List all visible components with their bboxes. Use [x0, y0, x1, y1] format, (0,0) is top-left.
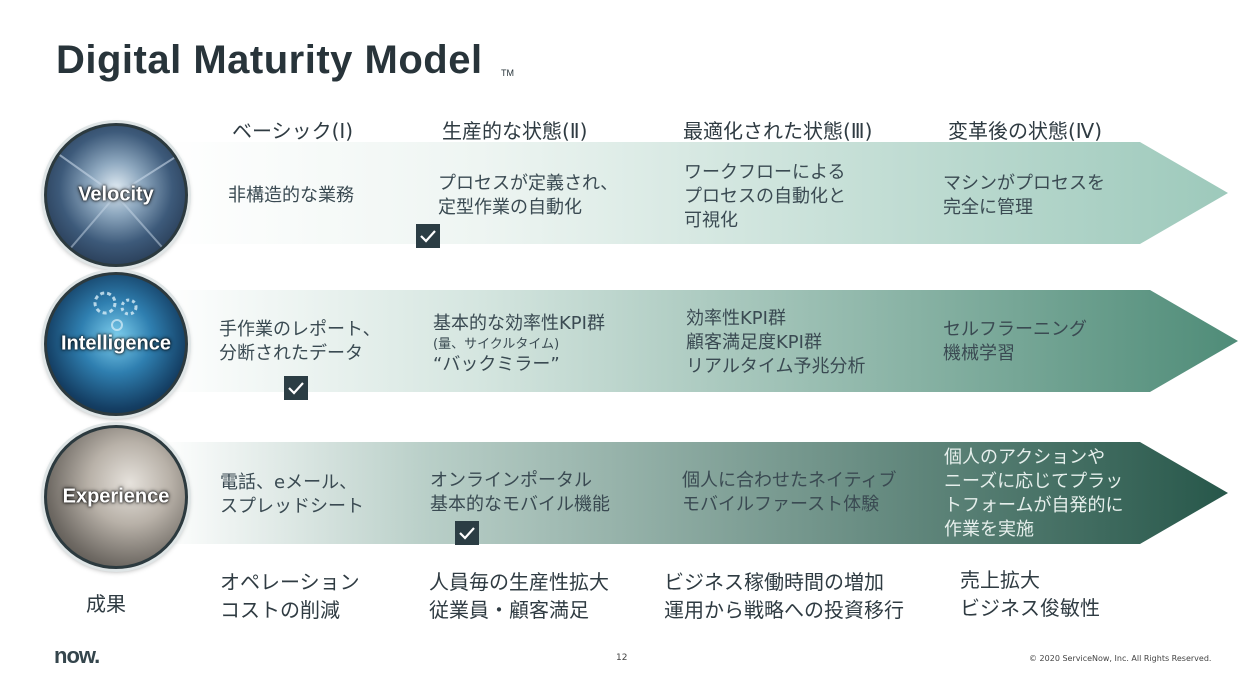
velocity-basic-cell: 非構造的な業務 — [228, 185, 354, 206]
velocity-label: Velocity — [78, 183, 154, 206]
experience-optimized-cell: 個人に合わせたネイティブ モバイルファースト体験 — [682, 470, 897, 515]
experience-basic-cell: 電話、eメール、 スプレッドシート — [220, 472, 364, 517]
column-header-optimized: 最適化された状態(Ⅲ) — [683, 119, 873, 143]
trademark-mark: TM — [501, 68, 514, 78]
intelligence-transformed-cell: セルフラーニング 機械学習 — [943, 319, 1087, 364]
gears-icon — [93, 291, 138, 331]
page-number: 12 — [616, 653, 628, 663]
outcome-transformed: 売上拡大 ビジネス俊敏性 — [960, 568, 1100, 620]
velocity-productive-cell: プロセスが定義され、 定型作業の自動化 — [438, 173, 619, 218]
intelligence-basic-cell: 手作業のレポート、 分断されたデータ — [219, 319, 381, 364]
experience-productive-cell: オンラインポータル 基本的なモバイル機能 — [430, 470, 610, 515]
experience-circle: Experience — [44, 425, 188, 569]
intelligence-label: Intelligence — [60, 332, 172, 355]
velocity-arrow — [160, 142, 1228, 244]
intelligence-productive-cell: 基本的な効率性KPI群 (量、サイクルタイム) “バックミラー” — [433, 313, 605, 375]
copyright-notice: © 2020 ServiceNow, Inc. All Rights Reser… — [1029, 654, 1212, 663]
velocity-transformed-cell: マシンがプロセスを 完全に管理 — [943, 173, 1105, 218]
checkmark-icon — [455, 521, 479, 545]
speed-lines-icon — [47, 145, 185, 264]
experience-transformed-cell: 個人のアクションや ニーズに応じてプラッ トフォームが自発的に 作業を実施 — [944, 447, 1124, 540]
experience-label: Experience — [62, 485, 170, 508]
velocity-circle: Velocity — [44, 123, 188, 267]
checkmark-icon — [416, 224, 440, 248]
intelligence-arrow — [160, 290, 1238, 392]
servicenow-logo: now. — [54, 643, 100, 668]
column-header-transformed: 変革後の状態(Ⅳ) — [948, 119, 1103, 143]
velocity-optimized-cell: ワークフローによる プロセスの自動化と 可視化 — [684, 162, 846, 231]
column-header-productive: 生産的な状態(Ⅱ) — [442, 119, 588, 143]
page-title: Digital Maturity Model — [56, 38, 483, 82]
intelligence-optimized-cell: 効率性KPI群 顧客満足度KPI群 リアルタイム予兆分析 — [686, 308, 866, 377]
outcome-basic: オペレーション コストの削減 — [220, 570, 360, 622]
experience-arrow — [160, 442, 1228, 544]
column-header-basic: ベーシック(I) — [232, 119, 354, 143]
outcomes-label: 成果 — [86, 592, 126, 616]
intelligence-circle: Intelligence — [44, 272, 188, 416]
outcome-productive: 人員毎の生産性拡大 従業員・顧客満足 — [429, 570, 609, 622]
outcome-optimized: ビジネス稼働時間の増加 運用から戦略への投資移行 — [664, 570, 904, 622]
checkmark-icon — [284, 376, 308, 400]
